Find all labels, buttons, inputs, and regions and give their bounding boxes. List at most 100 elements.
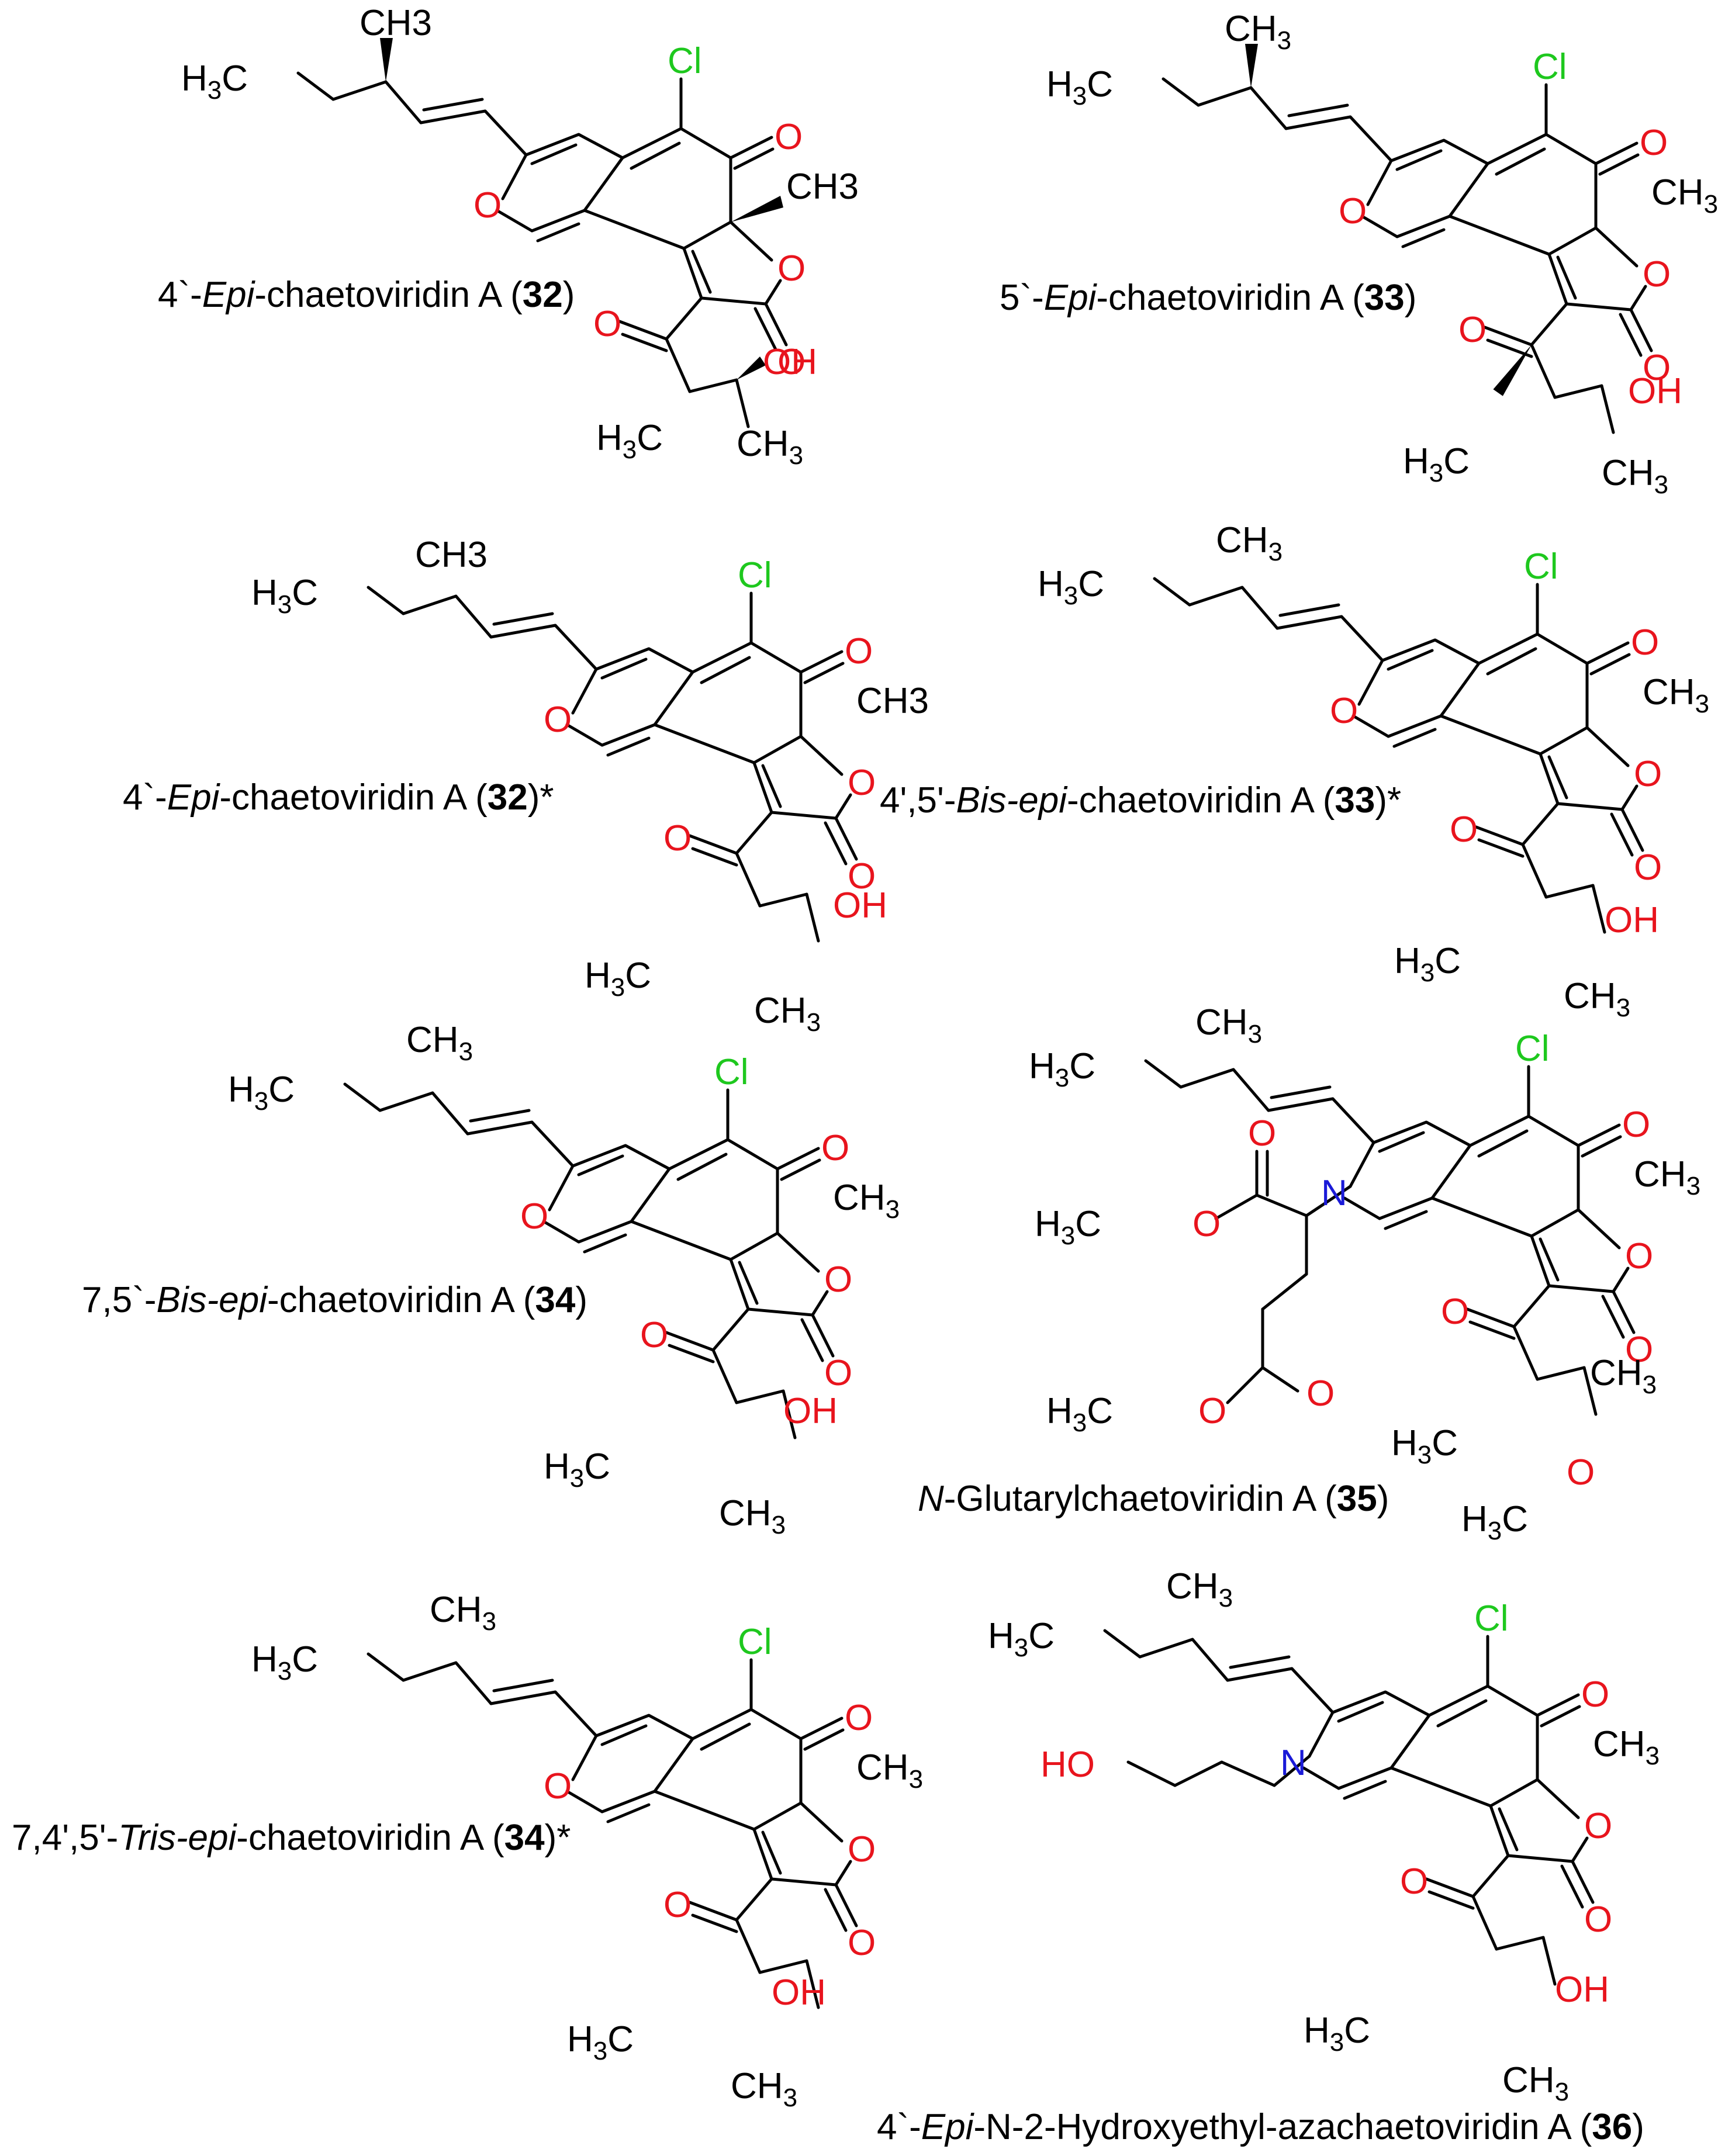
structure-35: H3C O O H3C O O H3C CH3 Cl O CH3 N O O O… xyxy=(1029,1002,1700,1545)
svg-text:O: O xyxy=(1625,1236,1653,1276)
lactone-carbonyl-label: O xyxy=(777,342,806,382)
svg-text:O: O xyxy=(848,763,876,803)
svg-text:CH3: CH3 xyxy=(1643,672,1709,718)
svg-text:CH3: CH3 xyxy=(1634,1154,1700,1200)
svg-text:H3C: H3C xyxy=(567,2019,634,2065)
svg-text:OH: OH xyxy=(1555,1970,1609,2010)
svg-text:CH3: CH3 xyxy=(856,681,929,721)
svg-text:O: O xyxy=(1625,1330,1653,1370)
svg-text:O: O xyxy=(824,1259,852,1300)
hydroxyl-label: OH xyxy=(763,342,817,382)
svg-text:CH3: CH3 xyxy=(731,2066,797,2112)
svg-text:CH3: CH3 xyxy=(1195,1002,1262,1048)
svg-text:N: N xyxy=(1321,1173,1347,1213)
svg-text:O: O xyxy=(1400,1861,1428,1902)
ketone-oxygen-label: O xyxy=(775,117,803,157)
svg-text:OH: OH xyxy=(1605,900,1659,940)
svg-text:Cl: Cl xyxy=(738,555,772,596)
structure-32a: H3C CH3 Cl O CH3 O O O O OH H3C CH3 xyxy=(181,3,859,470)
svg-text:Cl: Cl xyxy=(1515,1029,1550,1069)
svg-text:O: O xyxy=(821,1128,849,1168)
svg-text:H3C: H3C xyxy=(251,1639,318,1686)
svg-text:H3C: H3C xyxy=(1029,1046,1095,1092)
svg-text:CH3: CH3 xyxy=(1593,1724,1660,1770)
svg-text:CH3: CH3 xyxy=(430,1590,496,1636)
svg-text:CH3: CH3 xyxy=(1602,453,1668,499)
svg-text:O: O xyxy=(1192,1204,1221,1244)
svg-text:H3C: H3C xyxy=(1403,441,1470,487)
svg-text:O: O xyxy=(1631,622,1659,663)
svg-text:O: O xyxy=(1640,123,1668,163)
svg-text:H3C: H3C xyxy=(544,1446,610,1493)
svg-text:O: O xyxy=(848,856,876,897)
svg-text:O: O xyxy=(1248,1113,1276,1154)
svg-text:H3C: H3C xyxy=(1304,2010,1370,2057)
methyl-label: CH3 xyxy=(359,3,432,43)
svg-text:H3C: H3C xyxy=(1035,1204,1101,1250)
svg-text:O: O xyxy=(1643,254,1671,295)
svg-text:O: O xyxy=(824,1353,852,1393)
svg-text:O: O xyxy=(1584,1806,1612,1846)
svg-text:Cl: Cl xyxy=(714,1052,749,1092)
svg-text:H3C: H3C xyxy=(228,1070,295,1116)
svg-text:O: O xyxy=(1306,1373,1335,1414)
svg-text:OH: OH xyxy=(1628,371,1682,411)
svg-text:H3C: H3C xyxy=(596,418,663,464)
svg-text:O: O xyxy=(848,1829,876,1870)
svg-text:CH3: CH3 xyxy=(1564,976,1630,1022)
caption-35: N-Glutarylchaetoviridin A (35) xyxy=(918,1479,1389,1519)
svg-text:CH3: CH3 xyxy=(719,1493,786,1539)
svg-text:CH3: CH3 xyxy=(1651,172,1718,219)
svg-text:CH3: CH3 xyxy=(754,991,821,1037)
structure-34a: H3C CH3 Cl O CH3 O O O O OH H3C CH3 xyxy=(228,1020,900,1539)
structure-33b: H3C CH3 Cl O CH3 O O O O OH H3C CH3 xyxy=(1038,520,1709,1022)
svg-text:O: O xyxy=(848,1923,876,1963)
svg-text:OH: OH xyxy=(772,1972,826,2013)
svg-text:O: O xyxy=(845,1698,873,1738)
acyl-oxygen-label: O xyxy=(593,304,621,344)
svg-text:CH3: CH3 xyxy=(415,535,488,575)
caption-34a: 7,5`-Bis-epi-chaetoviridin A (34) xyxy=(82,1280,587,1320)
svg-text:O: O xyxy=(845,631,873,672)
structure-32b: H3C CH3 Cl O CH3 O O O O OH H3C CH3 xyxy=(251,535,929,1037)
structure-34b: H3C CH3 Cl O CH3 O O O O OH H3C CH3 xyxy=(251,1590,923,2112)
svg-text:O: O xyxy=(663,818,692,859)
svg-text:O: O xyxy=(520,1196,548,1237)
svg-text:H3C: H3C xyxy=(1461,1499,1528,1545)
svg-text:H3C: H3C xyxy=(251,573,318,619)
svg-text:O: O xyxy=(1634,754,1662,794)
svg-text:Cl: Cl xyxy=(1524,546,1558,587)
svg-text:HO: HO xyxy=(1041,1745,1095,1785)
svg-text:O: O xyxy=(1450,809,1478,850)
svg-text:Cl: Cl xyxy=(738,1622,772,1662)
svg-text:O: O xyxy=(544,700,572,740)
svg-text:Cl: Cl xyxy=(1533,47,1567,87)
structure-36: HO H3C CH3 Cl O CH3 N O O O OH H3C CH3 xyxy=(988,1566,1660,2106)
svg-text:O: O xyxy=(1622,1105,1650,1145)
lactone-oxygen-label: O xyxy=(777,248,806,289)
caption-32a: 4`-Epi-chaetoviridin A (32) xyxy=(158,275,575,315)
svg-text:CH3: CH3 xyxy=(1225,9,1291,55)
svg-text:CH3: CH3 xyxy=(1502,2060,1569,2106)
caption-32b: 4`-Epi-chaetoviridin A (32)* xyxy=(123,777,554,818)
svg-text:O: O xyxy=(1198,1391,1226,1431)
svg-text:O: O xyxy=(1330,691,1358,731)
caption-33b: 4',5'-Bis-epi-chaetoviridin A (33)* xyxy=(880,780,1401,821)
svg-text:OH: OH xyxy=(833,885,887,926)
svg-text:O: O xyxy=(1581,1674,1609,1715)
svg-text:Cl: Cl xyxy=(1474,1598,1509,1639)
svg-text:CH3: CH3 xyxy=(1166,1566,1233,1612)
svg-text:O: O xyxy=(1643,348,1671,388)
svg-text:O: O xyxy=(1441,1292,1469,1332)
svg-text:H3C: H3C xyxy=(1038,564,1104,610)
svg-text:O: O xyxy=(544,1766,572,1807)
svg-text:CH3: CH3 xyxy=(1216,520,1283,566)
svg-text:CH3: CH3 xyxy=(406,1020,473,1066)
chlorine-label: Cl xyxy=(668,41,702,81)
svg-text:CH3: CH3 xyxy=(833,1178,900,1224)
svg-text:H3C: H3C xyxy=(181,58,248,105)
svg-text:H3C: H3C xyxy=(988,1616,1055,1662)
svg-text:H3C: H3C xyxy=(1391,1423,1458,1469)
svg-text:N: N xyxy=(1280,1743,1306,1783)
